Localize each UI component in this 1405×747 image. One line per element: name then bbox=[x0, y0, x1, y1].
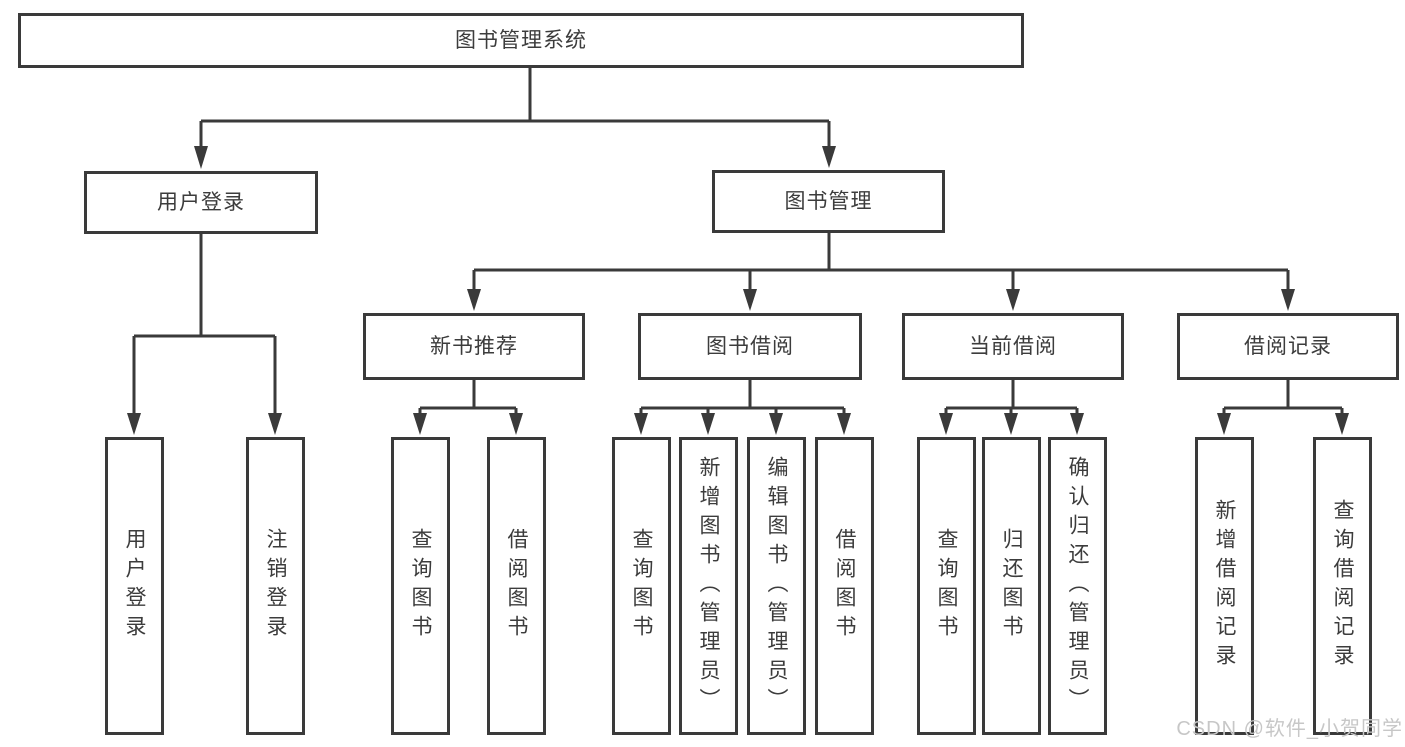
csdn-watermark: CSDN @软件_小贺同学 bbox=[1176, 718, 1403, 740]
leaf-add-book-admin: 新增图书（管理员） bbox=[679, 437, 738, 735]
leaf-return-books: 归还图书 bbox=[982, 437, 1041, 735]
leaf-query-books-borrowing: 查询图书 bbox=[612, 437, 671, 735]
node-borrowing-records: 借阅记录 bbox=[1177, 313, 1399, 380]
leaf-borrow-books-borrowing: 借阅图书 bbox=[815, 437, 874, 735]
arrowheads bbox=[127, 146, 1349, 435]
node-current-borrowing: 当前借阅 bbox=[902, 313, 1124, 380]
leaf-user-login: 用户登录 bbox=[105, 437, 164, 735]
leaf-add-borrow-record: 新增借阅记录 bbox=[1195, 437, 1254, 735]
leaf-query-borrow-record: 查询借阅记录 bbox=[1313, 437, 1372, 735]
leaf-edit-book-admin: 编辑图书（管理员） bbox=[747, 437, 806, 735]
leaf-query-books-current: 查询图书 bbox=[917, 437, 976, 735]
leaf-logout: 注销登录 bbox=[246, 437, 305, 735]
node-user-login: 用户登录 bbox=[84, 171, 318, 234]
leaf-confirm-return-admin: 确认归还（管理员） bbox=[1048, 437, 1107, 735]
node-book-borrowing: 图书借阅 bbox=[638, 313, 862, 380]
leaf-query-books-recommend: 查询图书 bbox=[391, 437, 450, 735]
node-book-management: 图书管理 bbox=[712, 170, 945, 233]
leaf-borrow-books-recommend: 借阅图书 bbox=[487, 437, 546, 735]
node-new-book-recommend: 新书推荐 bbox=[363, 313, 585, 380]
node-library-system: 图书管理系统 bbox=[18, 13, 1024, 68]
